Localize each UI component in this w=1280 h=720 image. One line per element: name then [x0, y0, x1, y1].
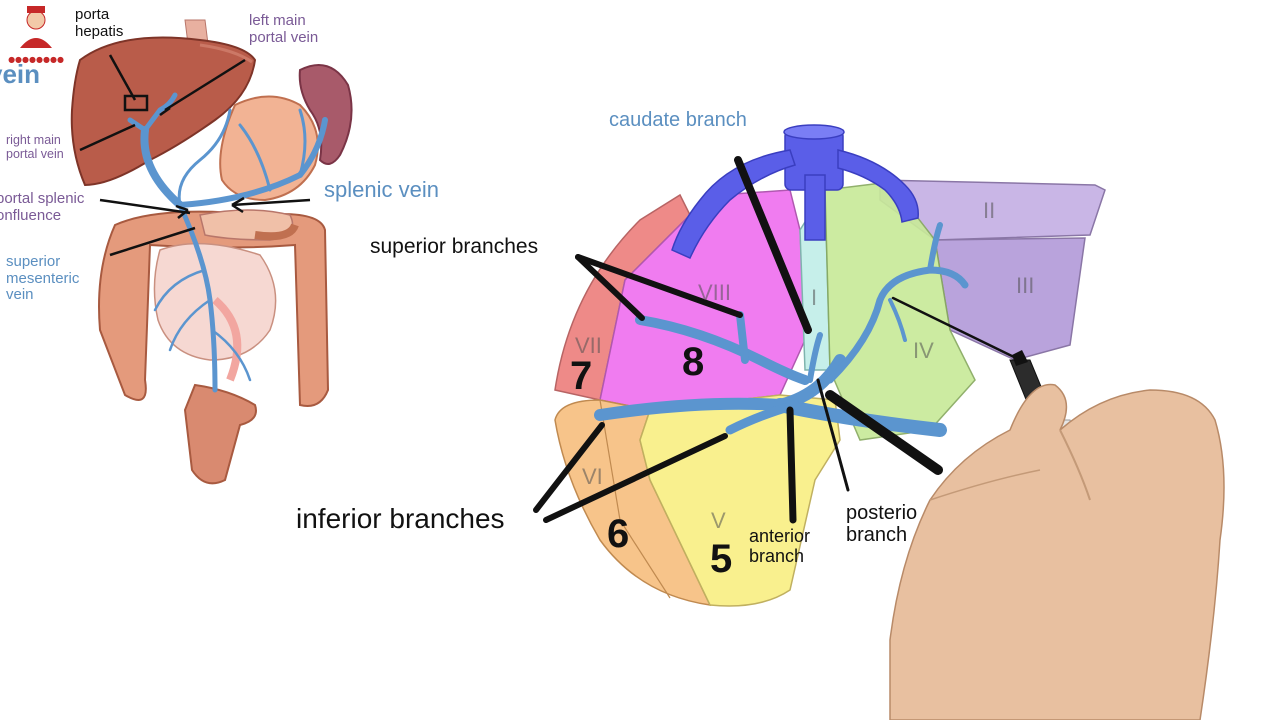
segment-number-5: 5 — [710, 537, 733, 581]
splenic-vein-label: splenic vein — [324, 177, 439, 202]
segment-V-label: V — [711, 508, 726, 533]
segment-number-8: 8 — [682, 340, 705, 384]
segment-II-label: II — [983, 198, 996, 223]
segment-I-label: I — [811, 285, 818, 310]
smv-line-1: superior — [6, 253, 61, 270]
pointer-lines — [533, 156, 1022, 524]
confluence-line-2: onfluence — [0, 206, 62, 224]
superior-mesenteric-vein-label: superior mesenteric vein — [6, 253, 80, 304]
segment-VI-label: VI — [582, 464, 603, 489]
segment-VII-shape — [554, 193, 691, 401]
porta-hepatis-line-1: porta — [75, 6, 110, 23]
segment-III-label: III — [1016, 273, 1035, 298]
portal-splenic-confluence-label: portal splenic onfluence — [0, 190, 85, 224]
posterior-line-1: posterio — [846, 502, 918, 524]
superior-branches-label: superior branches — [370, 235, 539, 258]
left-main-portal-vein-label: left main portal vein — [249, 12, 319, 46]
smv-line-3: vein — [6, 286, 34, 303]
segment-VI-shape — [554, 399, 712, 606]
segment-VII-label: VII — [575, 333, 602, 358]
doctor-logo: ●●●●●●●● — [8, 6, 64, 64]
segment-number-7: 7 — [570, 354, 593, 398]
porta-hepatis-line-2: hepatis — [75, 22, 124, 40]
stomach-shape — [219, 95, 319, 202]
segment-number-6: 6 — [607, 512, 630, 556]
caudate-branch-label: caudate branch — [609, 109, 747, 131]
right-main-line-1: right main — [6, 133, 61, 147]
left-main-line-1: left main — [249, 12, 306, 29]
abdominal-illustration — [70, 19, 353, 485]
svg-text:●●●●●●●●: ●●●●●●●● — [8, 55, 64, 64]
posterior-line-2: branch — [846, 524, 908, 546]
inferior-branches-label: inferior branches — [296, 503, 505, 534]
confluence-line-1: portal splenic — [0, 190, 85, 207]
spleen-shape — [298, 64, 353, 165]
segment-IV-label: IV — [913, 338, 934, 363]
hand-with-marker — [889, 350, 1225, 720]
porta-hepatis-label: porta hepatis — [75, 6, 124, 40]
anterior-branch-label: anterior branch — [749, 526, 811, 567]
segment-III-shape — [934, 237, 1086, 361]
left-main-line-2: portal vein — [249, 28, 319, 46]
right-main-portal-vein-label: right main portal vein — [6, 133, 64, 162]
portal-vein-tree — [127, 92, 328, 393]
anterior-line-1: anterior — [749, 526, 811, 546]
anterior-line-2: branch — [749, 545, 805, 566]
smv-line-2: mesenteric — [6, 269, 80, 287]
right-main-line-2: portal vein — [6, 146, 64, 161]
vein-partial-label: vein — [0, 59, 41, 89]
annotation-arrows — [79, 54, 311, 257]
posterior-branch-label: posterio branch — [846, 502, 917, 546]
liver-segments — [533, 124, 1106, 607]
hepatic-veins — [671, 124, 919, 259]
segment-VIII-label: VIII — [698, 280, 732, 305]
